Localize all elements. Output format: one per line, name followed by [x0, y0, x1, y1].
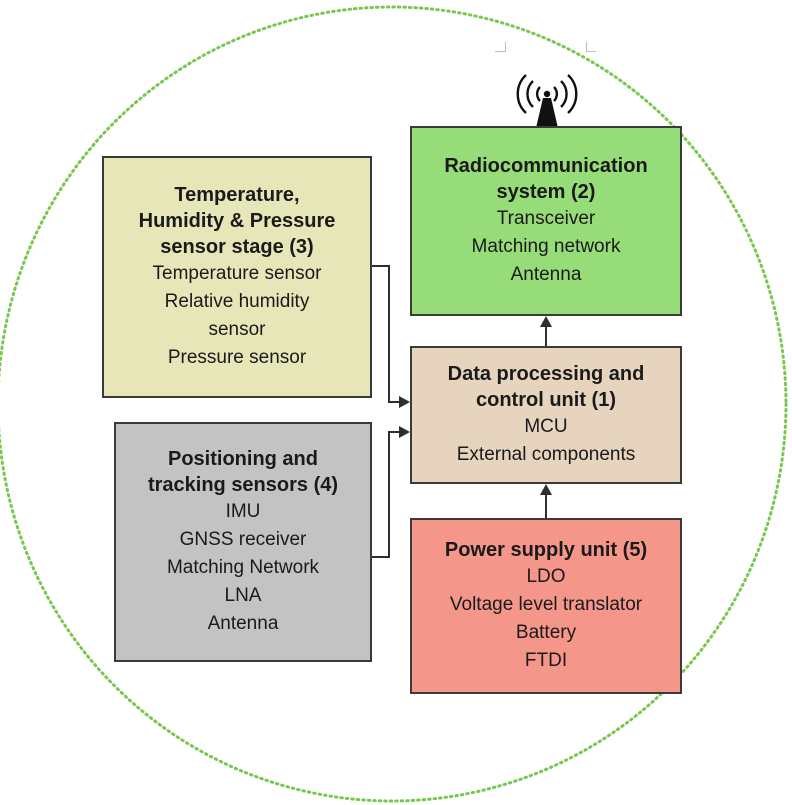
block-item: LNA — [224, 585, 262, 606]
block-title: tracking sensors (4) — [147, 474, 339, 496]
data-processing-block: Data processing and control unit (1) MCU… — [410, 346, 682, 484]
block-title: Positioning and — [168, 448, 318, 470]
block-item: Temperature sensor — [152, 263, 322, 284]
block-title: Temperature, — [174, 184, 300, 206]
connector-positioning-to-data — [388, 431, 390, 558]
positioning-block: Positioning and tracking sensors (4) IMU… — [114, 422, 372, 662]
block-title: control unit (1) — [476, 389, 616, 411]
block-item: Voltage level translator — [449, 594, 643, 615]
block-item: Transceiver — [496, 208, 596, 229]
arrowhead-to-radio — [540, 316, 552, 327]
radiocommunication-block: Radiocommunication system (2) Transceive… — [410, 126, 682, 316]
power-supply-block: Power supply unit (5) LDO Voltage level … — [410, 518, 682, 694]
wireless-antenna-icon — [516, 74, 578, 128]
connector-data-to-radio — [545, 326, 547, 346]
block-item: LDO — [526, 566, 566, 587]
arrowhead-to-data-from-positioning — [399, 426, 410, 438]
arrowhead-to-data-from-sensor — [399, 396, 410, 408]
corner-tick — [586, 51, 596, 52]
corner-tick — [495, 51, 505, 52]
connector-positioning-to-data — [372, 556, 390, 558]
block-item: FTDI — [524, 650, 568, 671]
block-item: Antenna — [510, 264, 582, 285]
block-title: Power supply unit (5) — [444, 539, 648, 561]
block-item: MCU — [524, 416, 568, 437]
block-item: GNSS receiver — [179, 529, 307, 550]
block-item: Matching network — [471, 236, 621, 257]
block-item: External components — [456, 444, 636, 465]
connector-positioning-to-data — [388, 431, 399, 433]
connector-power-to-data — [545, 494, 547, 518]
block-item: Relative humidity — [164, 291, 310, 312]
connector-sensor-to-data — [388, 401, 399, 403]
connector-sensor-to-data — [388, 265, 390, 403]
block-title: system (2) — [496, 181, 596, 203]
block-item: Matching Network — [166, 557, 320, 578]
block-item: sensor — [208, 319, 266, 340]
connector-sensor-to-data — [372, 265, 390, 267]
arrowhead-to-data-from-power — [540, 484, 552, 495]
corner-tick — [505, 42, 506, 52]
block-title: Data processing and — [447, 363, 645, 385]
sensor-stage-block: Temperature, Humidity & Pressure sensor … — [102, 156, 372, 398]
block-item: Battery — [515, 622, 577, 643]
block-title: Radiocommunication — [444, 155, 648, 177]
block-title: Humidity & Pressure — [138, 210, 336, 232]
block-item: IMU — [225, 501, 261, 522]
corner-tick — [586, 42, 587, 52]
block-title: sensor stage (3) — [160, 236, 314, 258]
block-item: Pressure sensor — [167, 347, 307, 368]
block-item: Antenna — [207, 613, 279, 634]
